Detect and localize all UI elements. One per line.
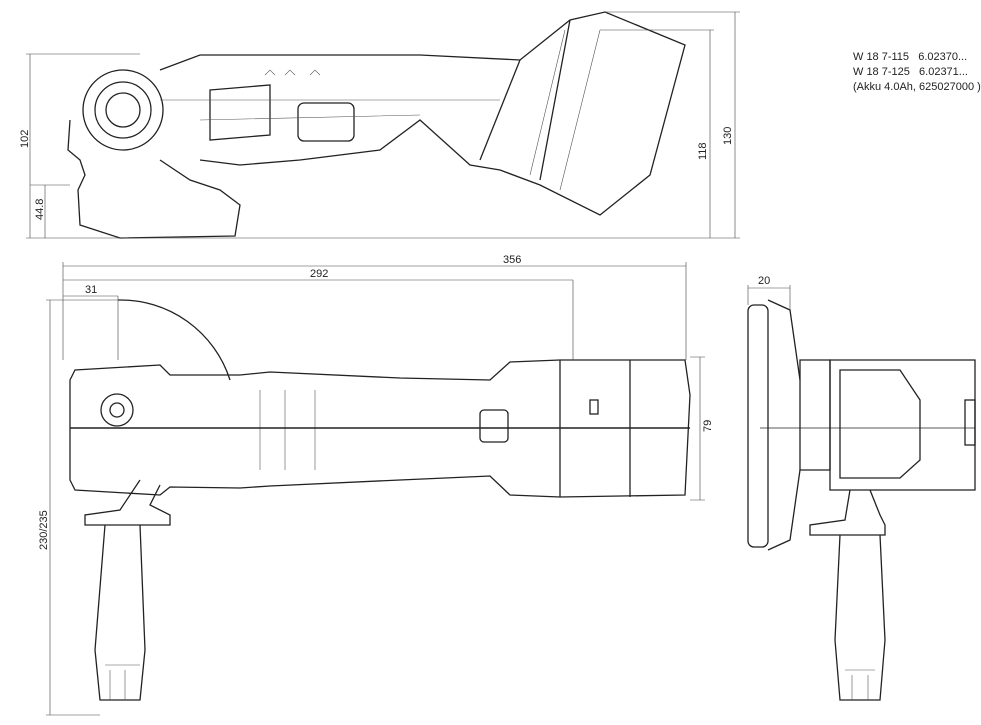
dim-292: 292 [310, 268, 328, 280]
dim-79: 79 [702, 420, 714, 432]
dim-44-8: 44.8 [34, 199, 46, 220]
front-view: 20 [747, 275, 976, 701]
model-line-3: (Akku 4.0Ah, 625027000 ) [853, 81, 981, 93]
top-view: 356 292 31 230/235 79 [38, 254, 714, 716]
dim-31: 31 [85, 284, 97, 296]
side-view: 102 44.8 118 130 [19, 11, 740, 239]
model-info: W 18 7-115 6.02370... W 18 7-125 6.02371… [853, 50, 981, 95]
model-line-2: W 18 7-125 6.02371... [853, 66, 968, 78]
dim-118: 118 [697, 142, 709, 160]
dim-102: 102 [19, 130, 31, 148]
dim-356: 356 [503, 254, 521, 266]
dim-20: 20 [758, 275, 770, 287]
dim-230-235: 230/235 [38, 510, 50, 550]
model-line-1: W 18 7-115 6.02370... [853, 51, 968, 63]
dim-130: 130 [722, 127, 734, 145]
